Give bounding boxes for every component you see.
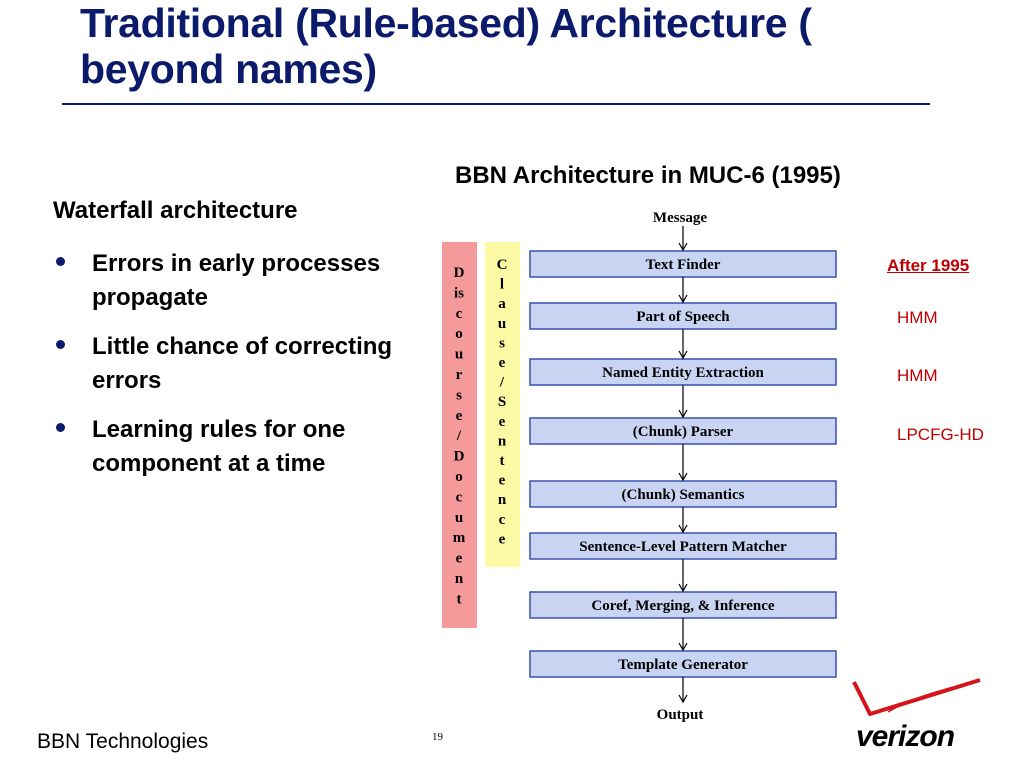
pipeline-stage: Text Finder	[529, 250, 837, 278]
pipeline-stage: Part of Speech	[529, 302, 837, 330]
stage-label: Sentence-Level Pattern Matcher	[579, 539, 787, 555]
bar-letter: is	[454, 285, 464, 301]
stage-box	[529, 358, 837, 386]
bullet-text: Little chance of correcting errors	[92, 333, 393, 394]
bar-letter: D	[454, 265, 465, 281]
model-label-pos: HMM	[897, 308, 938, 327]
stage-box	[529, 591, 837, 619]
waterfall-heading: Waterfall architecture	[53, 197, 298, 224]
bar-letter: u	[455, 347, 463, 363]
message-label: Message	[653, 210, 707, 226]
bullet-item: Errors in early processes propagate	[53, 247, 413, 315]
title-underline	[62, 103, 930, 105]
pipeline-stage: (Chunk) Parser	[529, 417, 837, 445]
bar-letter: a	[498, 296, 506, 312]
bullet-text: Errors in early processes propagate	[92, 250, 381, 311]
stage-label: Text Finder	[646, 257, 721, 273]
page-number: 19	[432, 731, 443, 743]
stage-label: Part of Speech	[636, 309, 730, 325]
bullet-icon	[56, 340, 65, 349]
bar-letter: /	[456, 428, 462, 444]
bar-letter: t	[457, 591, 462, 607]
model-label-parser: LPCFG-HD	[897, 425, 984, 444]
bar-letter: o	[455, 469, 463, 485]
stage-box	[529, 417, 837, 445]
bar-letter: n	[455, 571, 464, 587]
verizon-logo: verizon	[852, 678, 981, 752]
bar-letter: n	[498, 492, 507, 508]
bar-letter: c	[456, 306, 463, 322]
slide-title-line-1: Traditional (Rule-based) Architecture (	[80, 0, 812, 46]
stage-box	[529, 250, 837, 278]
bar-letter: e	[499, 355, 506, 371]
pipeline-stage: Coref, Merging, & Inference	[529, 591, 837, 619]
bar-letter: n	[498, 433, 507, 449]
bar-letter: C	[497, 257, 508, 273]
bar-letter: e	[499, 531, 506, 547]
bar-letter: S	[498, 394, 506, 410]
bar-letter: /	[499, 375, 505, 391]
bar-letter: t	[500, 453, 505, 469]
stage-box	[529, 480, 837, 508]
output-label: Output	[657, 707, 704, 723]
bar-letter: c	[456, 489, 463, 505]
bar-letter: e	[456, 408, 463, 424]
bar-letter: s	[456, 387, 462, 403]
bar-letter: r	[456, 367, 463, 383]
bullet-icon	[56, 257, 65, 266]
model-label-ne: HMM	[897, 366, 938, 385]
architecture-title: BBN Architecture in MUC-6 (1995)	[455, 162, 841, 189]
pipeline-stage: Sentence-Level Pattern Matcher	[529, 532, 837, 560]
bullet-item: Little chance of correcting errors	[53, 330, 413, 398]
stage-box	[529, 650, 837, 678]
bar-letter: o	[455, 326, 463, 342]
slide-title: Traditional (Rule-based) Architecture ( …	[80, 0, 980, 92]
bar-letter: e	[499, 414, 506, 430]
logo-check-icon	[852, 678, 981, 716]
footer-company-name: BBN Technologies	[37, 730, 209, 753]
bullet-item: Learning rules for one component at a ti…	[53, 413, 413, 481]
stage-box	[529, 532, 837, 560]
bar-letter: u	[455, 510, 463, 526]
bullet-text: Learning rules for one component at a ti…	[92, 416, 346, 477]
stage-label: Template Generator	[618, 657, 748, 673]
stage-label: (Chunk) Semantics	[622, 487, 745, 503]
stage-box	[529, 302, 837, 330]
bullet-list: Errors in early processes propagate Litt…	[53, 247, 413, 496]
bullet-icon	[56, 423, 65, 432]
slide-title-line-2: beyond names)	[80, 46, 377, 92]
pipeline-stage: (Chunk) Semantics	[529, 480, 837, 508]
bar-letter: s	[499, 335, 505, 351]
stage-label: Coref, Merging, & Inference	[591, 598, 774, 614]
after-1995-label: After 1995	[887, 256, 970, 275]
discourse-document-bar	[442, 242, 477, 628]
stage-label: (Chunk) Parser	[633, 424, 734, 440]
logo-wordmark: verizon	[856, 720, 955, 752]
pipeline-stage: Template Generator	[529, 650, 837, 678]
clause-sentence-bar	[485, 242, 520, 567]
pipeline-stage: Named Entity Extraction	[529, 358, 837, 386]
bar-letter: e	[456, 551, 463, 567]
bar-letter: c	[499, 512, 506, 528]
bar-letter: e	[499, 473, 506, 489]
stage-label: Named Entity Extraction	[602, 365, 764, 381]
bar-letter: D	[454, 449, 465, 465]
bar-letter: l	[500, 277, 504, 293]
bar-letter: u	[498, 316, 506, 332]
logo-swoosh-icon	[887, 681, 977, 713]
bar-letter: m	[453, 530, 466, 546]
